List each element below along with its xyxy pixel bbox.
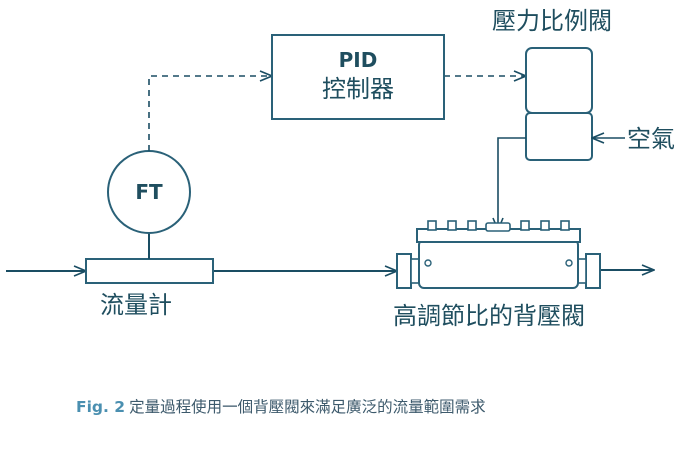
pressure-ratio-valve-upper	[525, 47, 593, 114]
air-label: 空氣	[627, 125, 675, 153]
ft-label: FT	[135, 180, 163, 204]
pid-label: PID	[338, 48, 378, 72]
pressure-ratio-valve-label: 壓力比例閥	[492, 7, 612, 35]
flow-meter-label: 流量計	[100, 291, 172, 319]
signal-ft-to-pid	[148, 76, 272, 151]
figure-number: Fig. 2	[76, 398, 126, 416]
pilot-line	[498, 137, 526, 230]
flow-meter	[85, 258, 214, 284]
controller-label: 控制器	[322, 75, 394, 103]
back-pressure-valve-label: 高調節比的背壓閥	[393, 302, 585, 330]
pressure-ratio-valve-lower	[525, 112, 593, 161]
caption-text: 定量過程使用一個背壓閥來滿足廣泛的流量範圍需求	[129, 398, 486, 416]
back-pressure-valve	[396, 220, 601, 289]
pid-controller	[271, 34, 445, 120]
